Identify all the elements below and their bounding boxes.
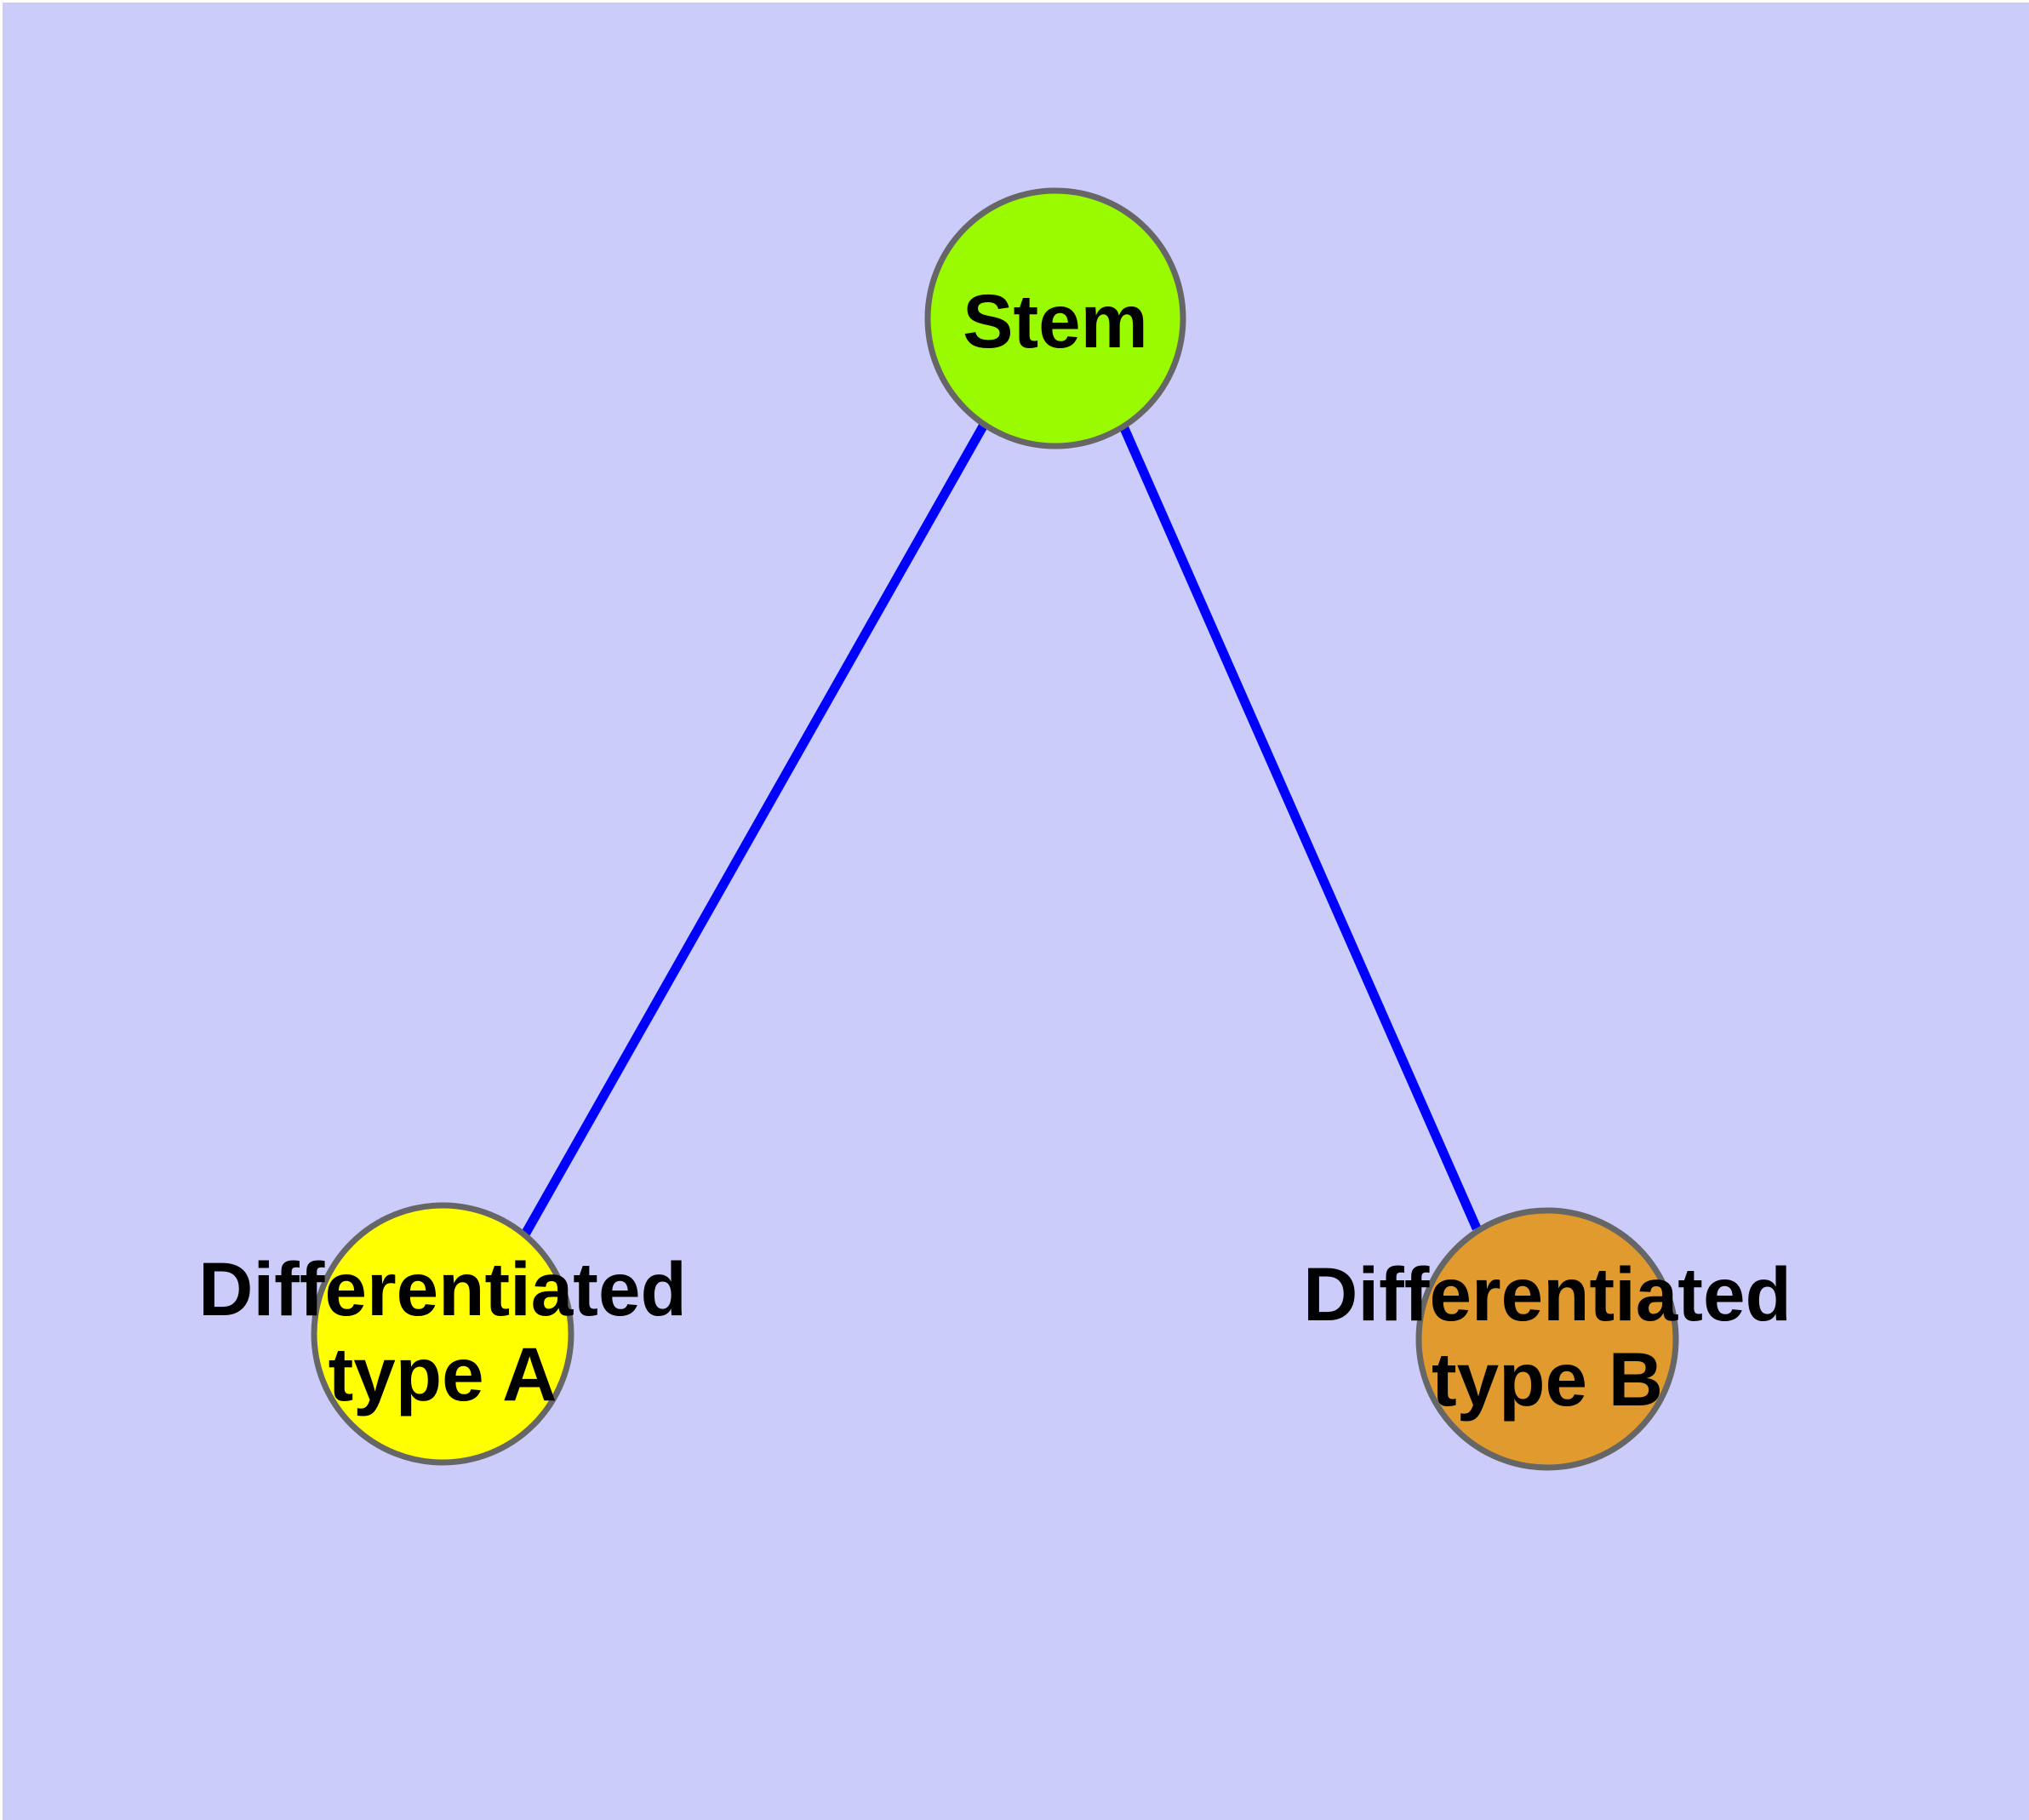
node-diff-b-label-line2: type B <box>1432 1336 1663 1422</box>
node-diff-b-label-line1: Differentiated <box>1303 1251 1792 1336</box>
node-layer <box>311 187 1679 1471</box>
node-stem-circle[interactable] <box>924 187 1186 449</box>
node-diff-a[interactable] <box>311 1202 574 1466</box>
node-stem-label: Stem <box>963 278 1148 363</box>
node-diff-a-label-line1: Differentiated <box>198 1246 687 1331</box>
node-stem[interactable] <box>924 187 1186 449</box>
label-layer: Stem Differentiated type A Differentiate… <box>198 278 1792 1422</box>
edge-stem-to-diff-b[interactable] <box>1116 418 1482 1231</box>
edge-layer <box>521 418 1482 1237</box>
edge-stem-to-diff-a[interactable] <box>521 422 988 1237</box>
node-diff-a-label-line2: type A <box>329 1331 557 1417</box>
node-diff-b[interactable] <box>1415 1207 1679 1471</box>
node-diff-a-circle[interactable] <box>311 1202 574 1466</box>
node-diff-b-circle[interactable] <box>1415 1207 1679 1471</box>
